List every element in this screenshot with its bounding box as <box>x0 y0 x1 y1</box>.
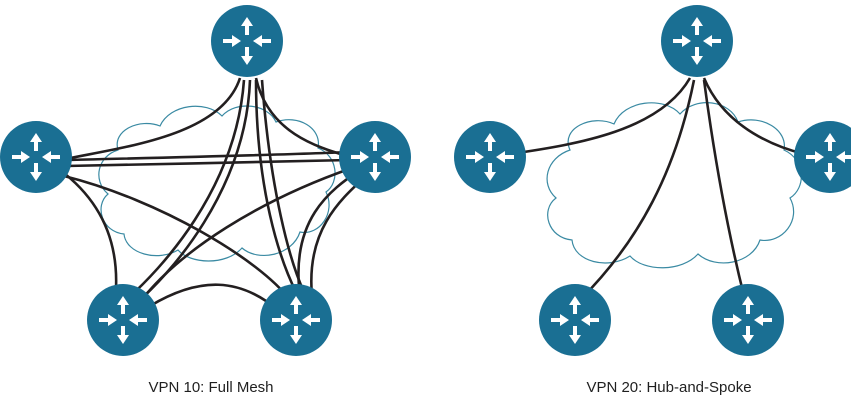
router-hub <box>661 5 733 77</box>
cloud-shape <box>98 105 336 262</box>
router-spoke-bottom-right <box>712 284 784 356</box>
link-hub-spoke-bottom-left <box>579 79 696 301</box>
full-mesh-caption: VPN 10: Full Mesh <box>148 379 274 396</box>
hub-and-spoke-caption: VPN 20: Hub-and-Spoke <box>586 379 752 396</box>
full-mesh-diagram <box>0 5 411 356</box>
router-left <box>0 121 72 193</box>
router-icon <box>454 121 526 193</box>
link-left-right-2 <box>65 158 351 168</box>
link-top-left <box>51 77 242 164</box>
router-right <box>339 121 411 193</box>
cloud-shape <box>546 102 802 269</box>
router-top <box>211 5 283 77</box>
router-icon <box>712 284 784 356</box>
hub-and-spoke-diagram <box>454 5 851 356</box>
router-icon <box>260 284 332 356</box>
router-icon <box>339 121 411 193</box>
link-bottom-left-bottom-right <box>149 283 279 311</box>
link-right-bottom-left <box>138 166 353 303</box>
router-spoke-left <box>454 121 526 193</box>
router-icon <box>661 5 733 77</box>
router-spoke-bottom-left <box>539 284 611 356</box>
link-left-bottom-right <box>63 174 292 301</box>
link-left-right <box>65 150 351 162</box>
link-hub-spoke-left <box>509 77 692 156</box>
link-top-bottom-right <box>254 79 298 293</box>
link-right-bottom-right-2 <box>310 175 367 297</box>
router-icon <box>539 284 611 356</box>
link-top-bottom-left-2 <box>133 79 252 306</box>
link-hub-spoke-bottom-right <box>702 79 746 297</box>
router-bottom-left <box>87 284 159 356</box>
link-left-bottom-left <box>59 168 118 289</box>
spoke-links <box>509 77 805 301</box>
router-spoke-right <box>794 121 851 193</box>
router-icon <box>211 5 283 77</box>
link-top-bottom-left <box>125 79 246 301</box>
router-icon <box>87 284 159 356</box>
link-hub-spoke-right <box>702 77 805 156</box>
mesh-links <box>51 77 367 311</box>
router-bottom-right <box>260 284 332 356</box>
router-icon <box>0 121 72 193</box>
